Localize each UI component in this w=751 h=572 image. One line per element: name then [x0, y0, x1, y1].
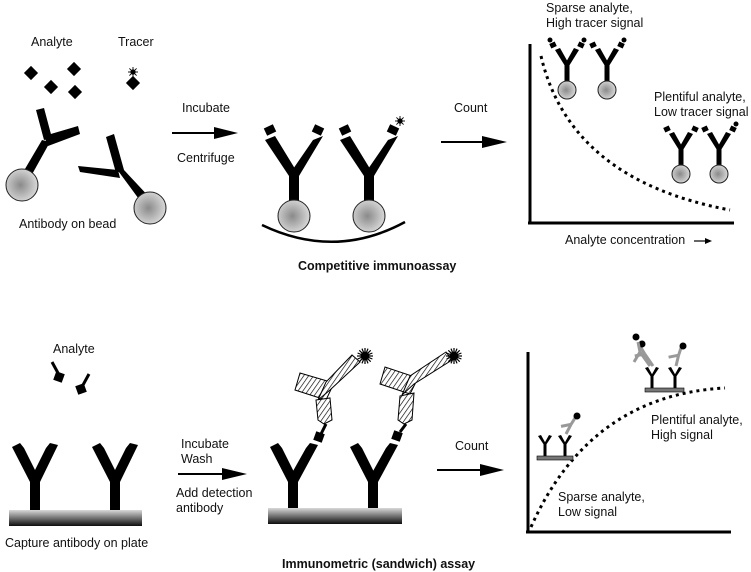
- mini-antibody-on-bead: [589, 37, 627, 100]
- antibody-on-bead-1: [5, 108, 80, 202]
- analyte-with-tail: [50, 361, 65, 383]
- sandwich-title: Immunometric (sandwich) assay: [282, 557, 476, 571]
- analyte-label-top: Analyte: [31, 35, 73, 49]
- analyte-with-tail: [75, 373, 91, 395]
- sandwich-complex-1: [270, 347, 374, 508]
- mini-antibody-on-bead: [663, 125, 699, 184]
- incubate-arrow-icon: [172, 127, 238, 139]
- mini-plate-complex: [634, 340, 687, 393]
- centrifuge-label: Centrifuge: [177, 151, 235, 165]
- analyte-diamond: [23, 65, 39, 81]
- comp-low-signal-label: Plentiful analyte, Low tracer signal: [654, 90, 749, 119]
- add-detection-label: Add detection antibody: [176, 486, 253, 515]
- analyte-diamond: [43, 79, 59, 95]
- incubate-label: Incubate: [182, 101, 230, 115]
- mini-antibody-on-bead: [701, 121, 739, 184]
- plate: [268, 508, 402, 524]
- competitive-title: Competitive immunoassay: [298, 259, 457, 273]
- capture-antibodies: [12, 443, 138, 510]
- free-analyte-molecules: [23, 61, 83, 100]
- plate: [9, 510, 142, 526]
- capture-antibody-label: Capture antibody on plate: [5, 536, 149, 550]
- incubate-wash-label: Incubate Wash: [181, 437, 229, 466]
- x-axis-label: Analyte concentration: [565, 233, 686, 247]
- arrow-right-icon: [694, 238, 712, 244]
- bead: [133, 191, 167, 225]
- sandwich-curve: [529, 386, 726, 528]
- comp-high-signal-label: Sparse analyte, High tracer signal: [546, 1, 644, 30]
- count-label-bottom: Count: [455, 439, 489, 453]
- sandwich-graph-axes: [526, 352, 731, 534]
- antibody-on-bead-label: Antibody on bead: [19, 217, 117, 231]
- count-arrow-icon-2: [437, 464, 504, 476]
- bound-antibody-with-tracer: [338, 115, 406, 233]
- sandwich-complex-2: [350, 347, 463, 508]
- centrifuge-tube-bottom: [261, 220, 406, 244]
- mini-plate-complex: [536, 412, 581, 461]
- analyte-diamond: [67, 84, 83, 100]
- antibody-on-bead-2: [78, 134, 167, 225]
- count-arrow-icon: [441, 136, 507, 148]
- bound-antibody-unlabelled: [263, 124, 325, 233]
- mini-antibody-on-bead: [547, 37, 587, 100]
- tracer-molecule: [125, 66, 141, 91]
- analyte-diamond: [66, 61, 82, 77]
- sand-high-signal-label: Plentiful analyte, High signal: [651, 413, 743, 442]
- count-label-top: Count: [454, 101, 488, 115]
- analyte-label-bottom: Analyte: [53, 342, 95, 356]
- free-analyte-molecules-sandwich: [50, 361, 91, 395]
- competitive-graph-axes: [528, 44, 734, 225]
- tracer-label: Tracer: [118, 35, 154, 49]
- incubate-wash-arrow-icon: [178, 468, 247, 480]
- competitive-curve: [539, 55, 731, 212]
- sand-low-signal-label: Sparse analyte, Low signal: [558, 490, 645, 519]
- bead: [5, 168, 39, 202]
- mini-detection-antibody: [632, 333, 652, 367]
